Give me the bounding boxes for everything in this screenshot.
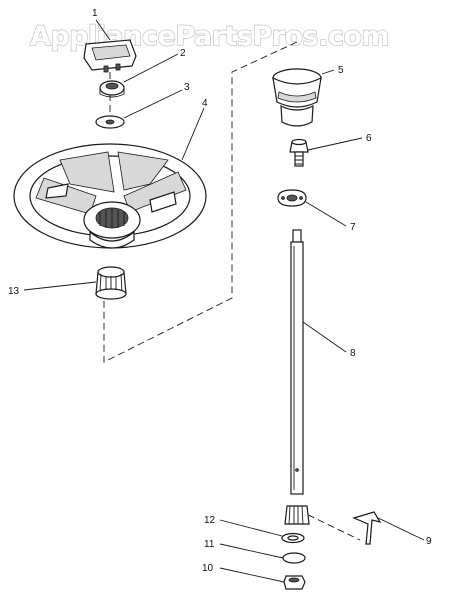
part-2-nut[interactable]	[99, 80, 125, 98]
watermark-text: AppliancePartsPros.com	[30, 21, 389, 52]
leader-6	[307, 137, 363, 151]
leader-10	[219, 567, 285, 583]
part-12-washer[interactable]	[281, 532, 305, 544]
leader-2	[123, 53, 179, 83]
pinion-gear[interactable]	[284, 505, 310, 525]
callout-10: 10	[202, 563, 214, 574]
callout-9: 9	[426, 536, 432, 547]
alignment-line-column	[103, 41, 298, 363]
leader-3	[123, 89, 183, 119]
leader-5	[321, 69, 335, 75]
leader-4	[181, 107, 205, 161]
leader-8	[302, 321, 347, 353]
part-5-column-bushing[interactable]	[272, 68, 322, 127]
callout-4: 4	[202, 98, 208, 109]
callout-1: 1	[92, 8, 98, 19]
part-10-nut[interactable]	[283, 575, 306, 590]
part-9-bracket[interactable]	[352, 511, 382, 545]
part-11-retaining-ring[interactable]	[282, 552, 306, 564]
part-8-steering-shaft[interactable]	[290, 229, 304, 495]
part-13-splined-adapter[interactable]	[95, 266, 127, 300]
callout-7: 7	[350, 222, 356, 233]
leader-13	[23, 281, 97, 291]
callout-2: 2	[180, 48, 186, 59]
callout-3: 3	[184, 82, 190, 93]
part-6-bolt[interactable]	[289, 138, 309, 167]
leader-12	[219, 519, 283, 537]
leader-9	[377, 517, 425, 541]
part-1-steering-cap[interactable]	[83, 39, 137, 73]
callout-13: 13	[8, 286, 20, 297]
leader-7	[305, 201, 347, 227]
part-3-washer[interactable]	[95, 115, 125, 129]
callout-11: 11	[204, 539, 215, 550]
callout-6: 6	[366, 133, 372, 144]
leader-11	[219, 543, 284, 559]
part-7-flange-bearing[interactable]	[277, 189, 307, 207]
part-4-steering-wheel[interactable]	[13, 143, 207, 249]
leader-1	[95, 19, 111, 41]
callout-8: 8	[350, 348, 356, 359]
callout-12: 12	[204, 515, 216, 526]
callout-5: 5	[338, 65, 344, 76]
